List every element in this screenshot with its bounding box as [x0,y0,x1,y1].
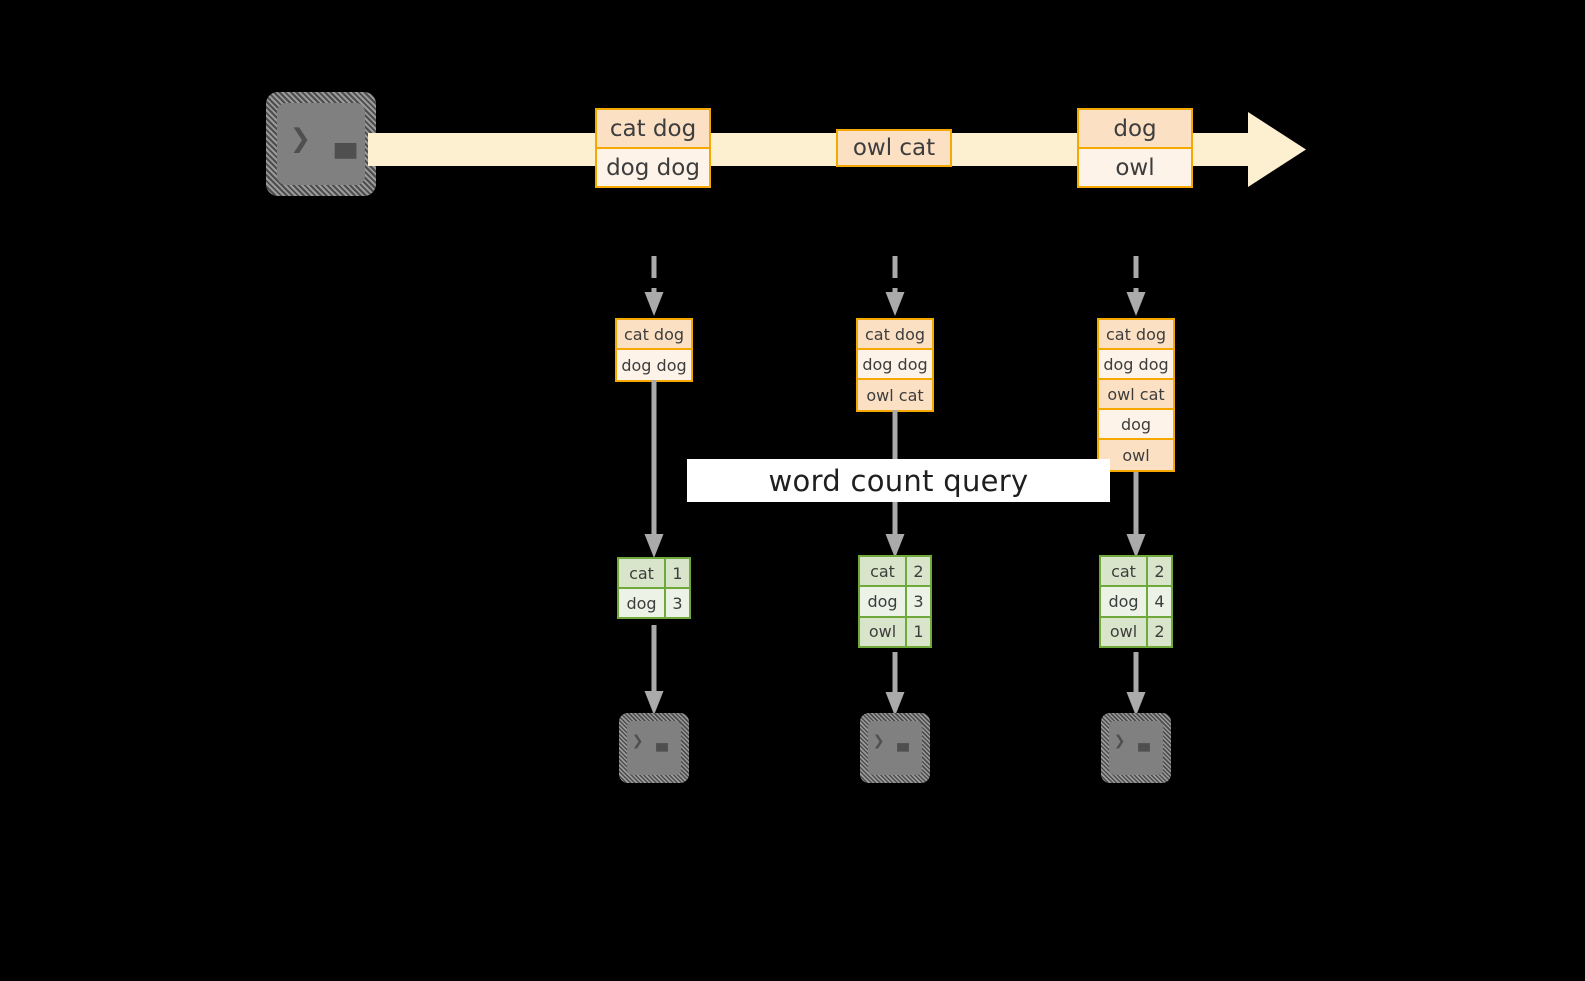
source-terminal-icon: ❯ ▃ [266,92,376,196]
result-row: owl 2 [1101,617,1171,646]
result-count: 4 [1154,591,1165,611]
input-table-3-row: owl [1099,440,1173,470]
result-word: dog [860,587,907,616]
result-word: cat [619,559,666,587]
result-count: 3 [672,593,683,613]
trigger-arrow-2 [884,256,906,318]
result-row: cat 2 [1101,557,1171,588]
terminal-screen [868,721,922,775]
result-row: owl 1 [860,617,930,646]
input-table-1-row: dog dog [617,350,691,380]
stream-event-2-line-1: owl cat [836,129,952,167]
input-table-3-row: cat dog [1099,320,1173,350]
input-table-3-row: dog [1099,410,1173,440]
result-count: 2 [913,561,924,581]
query-arrow-3 [1125,472,1147,560]
result-word: owl [860,617,907,646]
input-table-3: cat dog dog dog owl cat dog owl [1097,318,1175,472]
trigger-arrow-3 [1125,256,1147,318]
stream-event-3-line-1: dog [1077,108,1193,149]
terminal-prompt-glyph: ❯ ▃ [290,119,358,159]
terminal-screen [627,721,681,775]
input-table-2: cat dog dog dog owl cat [856,318,934,412]
result-table-1: cat 1 dog 3 [617,557,691,619]
trigger-arrow-1 [643,256,665,318]
result-word: dog [1101,587,1148,616]
stream-event-3-line-2: owl [1077,147,1193,188]
result-word: cat [1101,557,1148,586]
input-table-1: cat dog dog dog [615,318,693,382]
input-table-3-row: dog dog [1099,350,1173,380]
result-count: 3 [913,591,924,611]
result-row: dog 3 [619,589,689,617]
result-row: cat 1 [619,559,689,589]
result-word: owl [1101,617,1148,646]
sink-arrow-3 [1125,652,1147,718]
stream-event-1-line-2: dog dog [595,147,711,188]
terminal-prompt-glyph: ❯ ▃ [873,730,910,752]
sink-arrow-2 [884,652,906,718]
query-arrow-1 [643,380,665,560]
terminal-screen [277,103,365,185]
result-count: 1 [672,563,683,583]
result-word: dog [619,589,666,617]
input-table-2-row: owl cat [858,380,932,410]
terminal-prompt-glyph: ❯ ▃ [632,730,669,752]
sink-terminal-icon-1: ❯ ▃ [619,713,689,783]
sink-arrow-1 [643,625,665,717]
sink-terminal-icon-3: ❯ ▃ [1101,713,1171,783]
sink-terminal-icon-2: ❯ ▃ [860,713,930,783]
terminal-prompt-glyph: ❯ ▃ [1114,730,1151,752]
input-table-2-row: dog dog [858,350,932,380]
terminal-screen [1109,721,1163,775]
result-count: 2 [1154,561,1165,581]
result-row: dog 4 [1101,587,1171,618]
result-row: cat 2 [860,557,930,588]
result-word: cat [860,557,907,586]
input-table-2-row: cat dog [858,320,932,350]
result-table-2: cat 2 dog 3 owl 1 [858,555,932,648]
result-table-3: cat 2 dog 4 owl 2 [1099,555,1173,648]
stream-event-1-line-1: cat dog [595,108,711,149]
query-label: word count query [768,463,1029,498]
result-count: 1 [913,622,924,642]
result-row: dog 3 [860,587,930,618]
result-count: 2 [1154,622,1165,642]
input-table-3-row: owl cat [1099,380,1173,410]
query-banner: word count query [687,459,1110,502]
input-table-1-row: cat dog [617,320,691,350]
